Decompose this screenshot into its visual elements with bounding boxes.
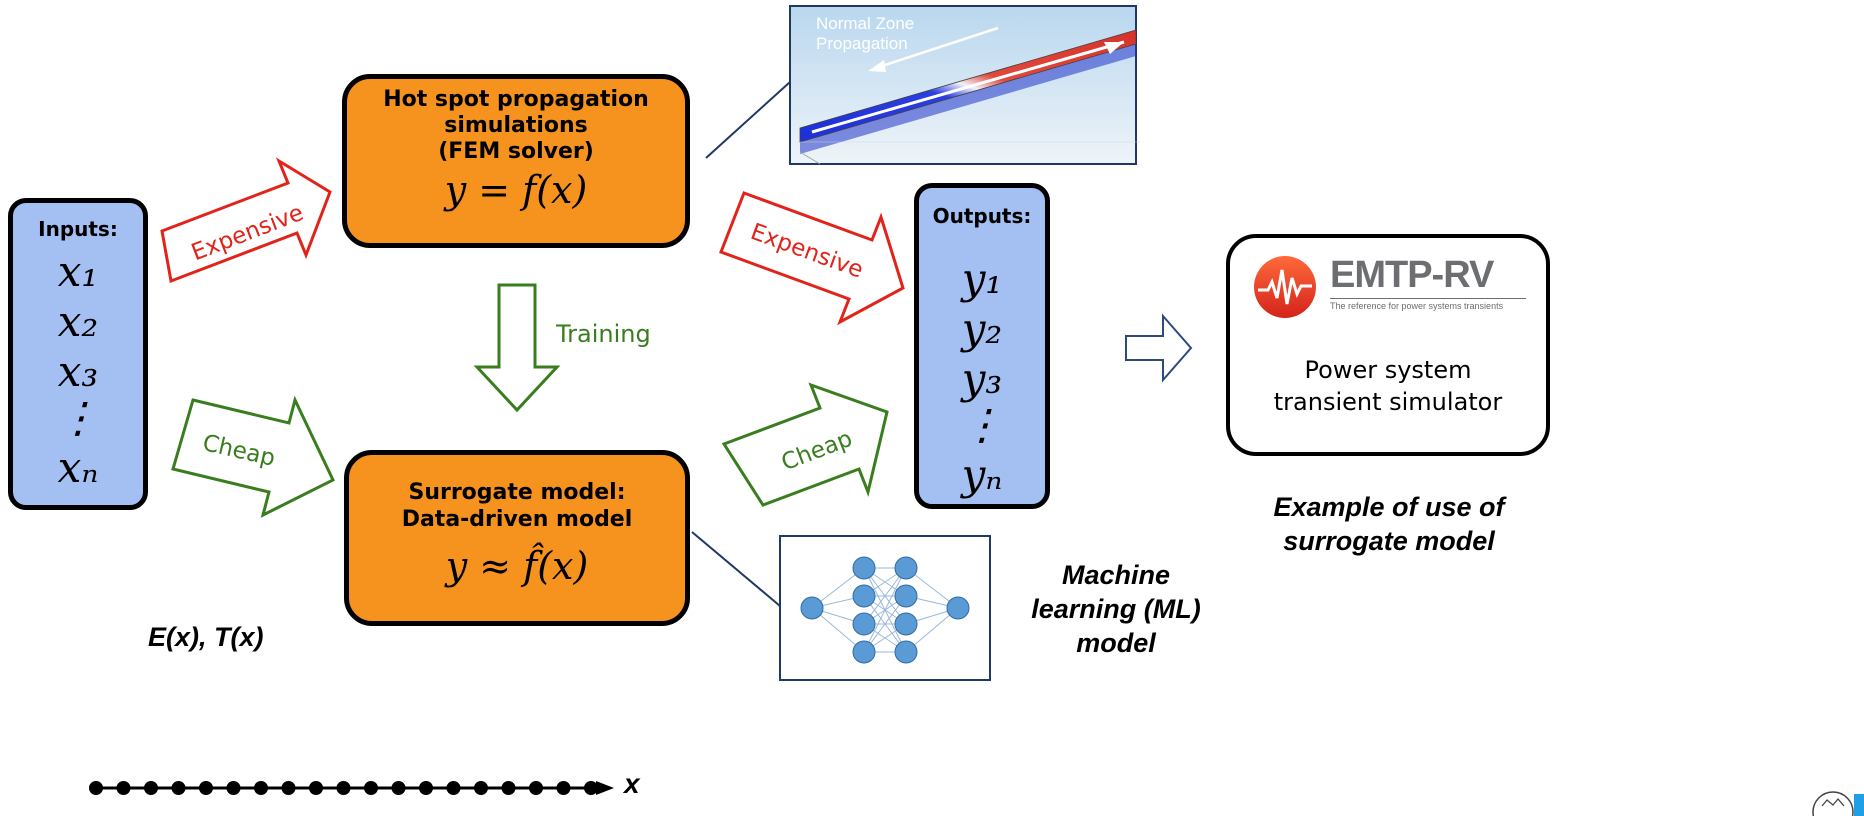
- fem-title-line3: (FEM solver): [438, 139, 594, 164]
- axis-dot: [529, 781, 543, 795]
- field-dotted-axis: [89, 781, 614, 795]
- nn-node: [894, 640, 918, 664]
- expensive-arrow-out: [719, 191, 905, 326]
- surrogate-model-box: Surrogate model: Data-driven model y ≈ f…: [344, 450, 690, 626]
- nn-node: [894, 556, 918, 580]
- training-label: Training: [556, 320, 651, 348]
- fem-title-line1: Hot spot propagation: [383, 87, 649, 112]
- axis-dot: [556, 781, 571, 795]
- axis-x-label: x: [624, 768, 640, 799]
- axis-dot: [89, 781, 103, 795]
- nn-node: [852, 640, 876, 664]
- connector-line-ml-image: [691, 531, 781, 607]
- input-var-n: xₙ: [57, 443, 99, 492]
- training-arrow: [473, 283, 561, 413]
- outputs-box: Outputs: y₁ y₂ y₃ ⋮ yₙ: [914, 183, 1050, 509]
- output-ellipsis: ⋮: [961, 400, 1003, 449]
- input-var-3: x₃: [57, 347, 99, 396]
- nn-node: [852, 556, 876, 580]
- field-label: E(x), T(x): [148, 622, 264, 652]
- ml-caption-line2: learning (ML): [1031, 594, 1201, 624]
- axis-dot: [446, 781, 461, 795]
- output-var-3: y₃: [961, 354, 1003, 403]
- example-caption-line1: Example of use of: [1273, 492, 1505, 522]
- ml-caption-line1: Machine: [1061, 560, 1171, 590]
- axis-dot: [226, 781, 241, 795]
- cheap-arrow-out: [721, 382, 889, 507]
- input-var-1: x₁: [57, 247, 99, 296]
- neural-network-icon: [779, 535, 991, 681]
- normal-zone-label-line2: Propagation: [816, 34, 908, 53]
- emtp-box: EMTP-RV The reference for power systems …: [1226, 234, 1550, 456]
- emtp-logo-icon: [1254, 256, 1316, 318]
- axis-dot: [199, 781, 213, 795]
- axis-dot: [171, 781, 186, 795]
- axis-dot: [391, 781, 406, 795]
- input-ellipsis: ⋮: [57, 393, 99, 442]
- nn-node: [894, 612, 918, 636]
- axis-dot: [419, 781, 433, 795]
- axis-dot: [116, 781, 131, 795]
- emtp-desc-line2: transient simulator: [1273, 388, 1503, 416]
- cheap-arrow-in: [171, 395, 335, 518]
- axis-dot: [309, 781, 323, 795]
- emtp-logo-rule: [1330, 298, 1526, 299]
- axis-dot: [144, 781, 158, 795]
- axis-dot: [336, 781, 351, 795]
- emtp-logo-text: EMTP-RV: [1330, 254, 1494, 296]
- university-seal-icon: [1812, 791, 1864, 816]
- emtp-tagline: The reference for power systems transien…: [1330, 301, 1504, 311]
- outputs-to-emtp-arrow: [1125, 313, 1193, 383]
- outputs-title: Outputs:: [932, 204, 1032, 228]
- nn-node: [852, 612, 876, 636]
- axis-dot: [254, 781, 268, 795]
- surrogate-title-line1: Surrogate model:: [408, 480, 626, 505]
- emtp-desc-line1: Power system: [1304, 356, 1472, 384]
- nn-node: [800, 596, 824, 620]
- surrogate-title-line2: Data-driven model: [401, 507, 633, 532]
- nn-node: [852, 584, 876, 608]
- nn-node: [894, 584, 918, 608]
- axis-dot: [584, 781, 598, 795]
- surrogate-equation: y ≈ f̂(x): [445, 544, 589, 588]
- output-var-1: y₁: [961, 254, 1003, 303]
- axis-dot: [364, 781, 378, 795]
- output-var-n: yₙ: [961, 450, 1003, 499]
- inputs-title: Inputs:: [38, 217, 118, 241]
- fem-equation: y = f(x): [444, 168, 588, 212]
- fem-solver-box: Hot spot propagation simulations (FEM so…: [342, 74, 690, 248]
- normal-zone-label-line1: Normal Zone: [816, 14, 915, 33]
- axis-dot: [281, 781, 296, 795]
- fem-title-line2: simulations: [444, 113, 588, 138]
- nn-node: [946, 596, 970, 620]
- inputs-box: Inputs: x₁ x₂ x₃ ⋮ xₙ: [8, 198, 148, 510]
- example-caption-line2: surrogate model: [1283, 526, 1495, 556]
- fem-simulation-thumbnail: [789, 5, 1140, 165]
- axis-dot: [474, 781, 488, 795]
- ml-caption-line3: model: [1076, 628, 1156, 658]
- connector-line-fem-image: [705, 81, 791, 159]
- axis-dot: [501, 781, 516, 795]
- expensive-arrow-in: [160, 157, 332, 284]
- input-var-2: x₂: [57, 297, 99, 346]
- output-var-2: y₂: [961, 304, 1003, 353]
